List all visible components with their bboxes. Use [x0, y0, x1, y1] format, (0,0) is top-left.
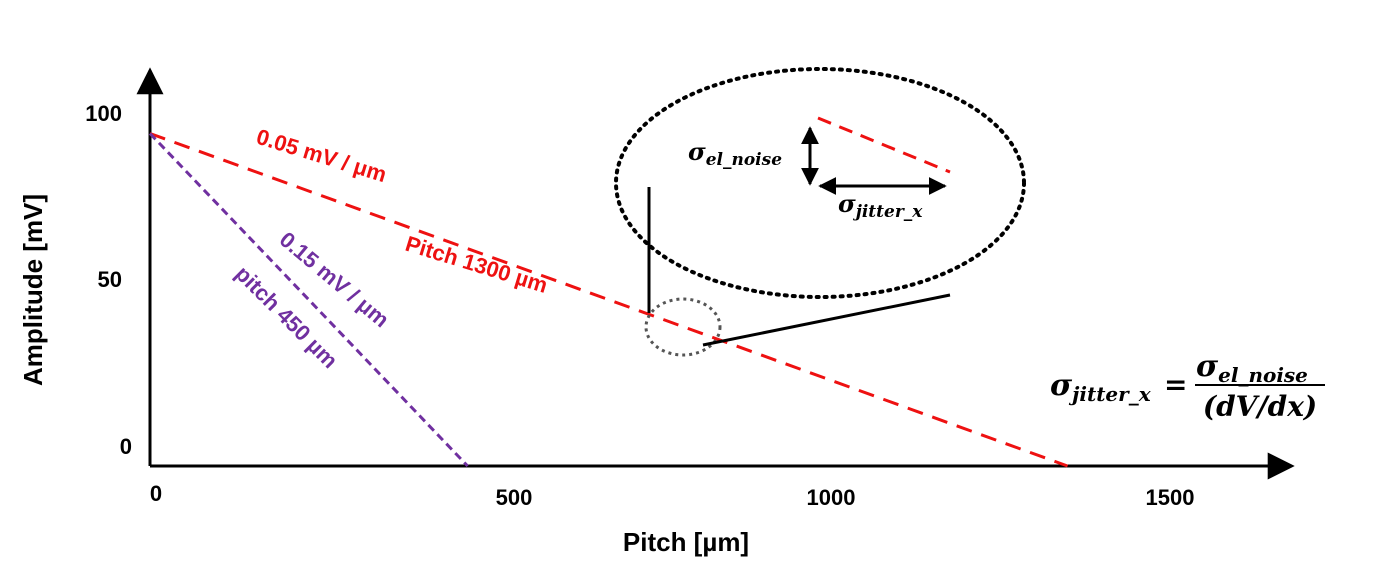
y-axis-label: Amplitude [mV] [18, 194, 48, 386]
inset-jitter-symbol: σ [838, 189, 856, 218]
formula-denominator: (dV/dx) [1203, 390, 1317, 423]
formula-equals: = [1164, 368, 1187, 401]
formula-lhs-symbol: σ [1050, 368, 1073, 403]
inset-noise-subscript: el_noise [706, 150, 783, 170]
formula-lhs-subscript: jitter_x [1068, 382, 1152, 406]
jitter-formula: σjitter_x = σel_noise (dV/dx) [1050, 349, 1325, 423]
inset-slope-segment [817, 116, 951, 174]
formula-numerator: σel_noise [1196, 349, 1308, 387]
inset-noise-symbol: σ [688, 137, 706, 166]
inset-jitter-label: σjitter_x [838, 189, 923, 222]
series-line-purple [148, 132, 469, 468]
series-line-red [149, 132, 1069, 468]
red-pitch-label: Pitch 1300 µm [403, 231, 551, 298]
x-tick-1000: 1000 [807, 485, 856, 510]
formula-lhs: σjitter_x [1050, 368, 1152, 406]
x-tick-500: 500 [496, 485, 533, 510]
y-tick-50: 50 [98, 267, 122, 292]
zoom-connector-diagonal [702, 293, 951, 347]
y-tick-100: 100 [85, 101, 122, 126]
formula-num-symbol: σ [1196, 349, 1219, 384]
x-axis-label: Pitch [µm] [623, 527, 749, 557]
y-tick-0: 0 [120, 434, 132, 459]
inset-jitter-subscript: jitter_x [853, 202, 924, 222]
formula-num-subscript: el_noise [1218, 363, 1308, 387]
zoom-circle [644, 297, 722, 357]
x-tick-1500: 1500 [1146, 485, 1195, 510]
inset-noise-label: σel_noise [688, 137, 782, 170]
zoom-inset-ellipse [614, 67, 1026, 299]
x-tick-0: 0 [150, 481, 162, 506]
